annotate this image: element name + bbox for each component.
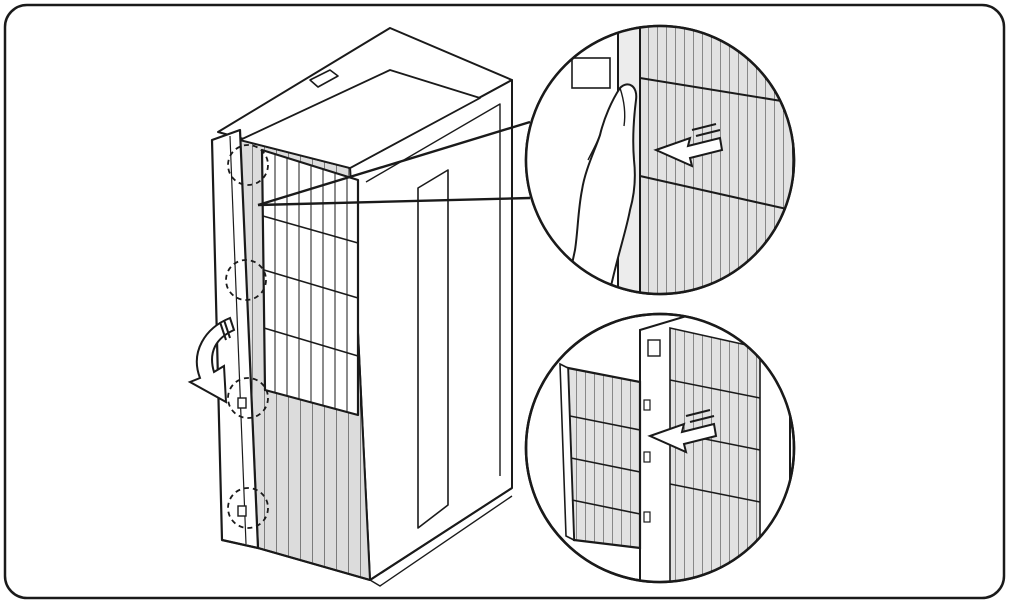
latch-markers <box>225 144 269 529</box>
side-panel <box>417 169 449 529</box>
dashed-circle-marker <box>225 259 267 301</box>
dashed-circle-marker <box>227 377 269 419</box>
top-handle <box>309 69 339 88</box>
dashed-circle-marker <box>227 487 269 529</box>
main-view <box>210 27 513 587</box>
dashed-circle-marker <box>227 144 269 186</box>
callout-lines <box>257 120 531 207</box>
filter-panel <box>566 366 642 550</box>
hand-icon <box>558 83 638 294</box>
detail-bottom <box>524 312 796 584</box>
pull-arrow-icon <box>653 123 724 168</box>
rotate-arrow-icon <box>187 316 236 404</box>
pull-arrow-icon <box>647 409 718 454</box>
